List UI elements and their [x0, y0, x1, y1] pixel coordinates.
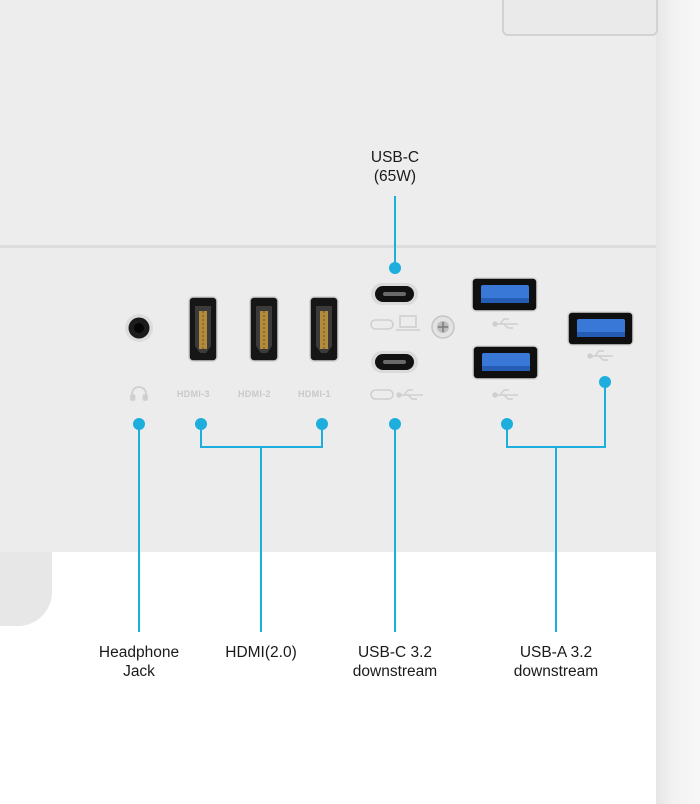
- usba-bracket: [506, 382, 606, 448]
- top-cover-panel: [502, 0, 658, 36]
- usb-c-data-icon: [370, 389, 394, 400]
- label-headphone: Headphone Jack: [74, 643, 204, 681]
- usb-icon: [587, 350, 613, 361]
- label-usbc-power-line2: (65W): [373, 168, 417, 185]
- label-usbc-power: USB-C (65W): [335, 148, 455, 186]
- dot-usbc-down: [389, 418, 401, 430]
- usb-icon: [396, 389, 423, 400]
- hdmi-bracket: [200, 424, 323, 448]
- hdmi-1-marking: HDMI-1: [298, 389, 331, 399]
- callout-dots: [133, 262, 611, 430]
- headphone-icon: [130, 386, 148, 401]
- label-usbc-down-line2: downstream: [352, 663, 438, 680]
- monitor-upper-panel: [0, 0, 656, 245]
- label-hdmi-line1: HDMI(2.0): [225, 644, 297, 661]
- usb-icon: [492, 389, 518, 400]
- headphone-jack: [125, 314, 153, 342]
- usb-a-port-upper: [471, 277, 538, 312]
- laptop-icon: [396, 315, 420, 331]
- hdmi-3-marking: HDMI-3: [177, 389, 210, 399]
- panel-seam: [0, 245, 656, 248]
- label-usbc-down: USB-C 3.2 downstream: [325, 643, 465, 681]
- hdmi-port-1: [309, 296, 339, 362]
- usb-c-port-power: [371, 283, 418, 305]
- monitor-stand: [0, 552, 52, 626]
- usb-a-port-lower: [472, 345, 539, 380]
- label-headphone-line2: Jack: [123, 663, 155, 680]
- label-usbc-down-line1: USB-C 3.2: [357, 644, 433, 661]
- usb-c-port-data: [371, 351, 418, 373]
- screw-icon: [431, 315, 455, 339]
- label-usba-down: USB-A 3.2 downstream: [486, 643, 626, 681]
- usb-c-icon: [370, 319, 394, 330]
- dot-usba-side: [599, 376, 611, 388]
- dot-usbc-power: [389, 262, 401, 274]
- dot-usba: [501, 418, 513, 430]
- label-hdmi: HDMI(2.0): [196, 643, 326, 662]
- dot-hdmi-3: [195, 418, 207, 430]
- label-usba-down-line1: USB-A 3.2: [519, 644, 593, 661]
- usb-a-port-side: [567, 311, 634, 346]
- hdmi-port-2: [249, 296, 279, 362]
- monitor-side-edge: [656, 0, 700, 804]
- hdmi-port-3: [188, 296, 218, 362]
- dot-hdmi-1: [316, 418, 328, 430]
- dot-headphone: [133, 418, 145, 430]
- hdmi-2-marking: HDMI-2: [238, 389, 271, 399]
- label-headphone-line1: Headphone: [98, 644, 180, 661]
- usb-icon: [492, 318, 518, 329]
- label-usbc-power-line1: USB-C: [370, 149, 420, 166]
- callout-lines: [138, 196, 606, 632]
- label-usba-down-line2: downstream: [513, 663, 599, 680]
